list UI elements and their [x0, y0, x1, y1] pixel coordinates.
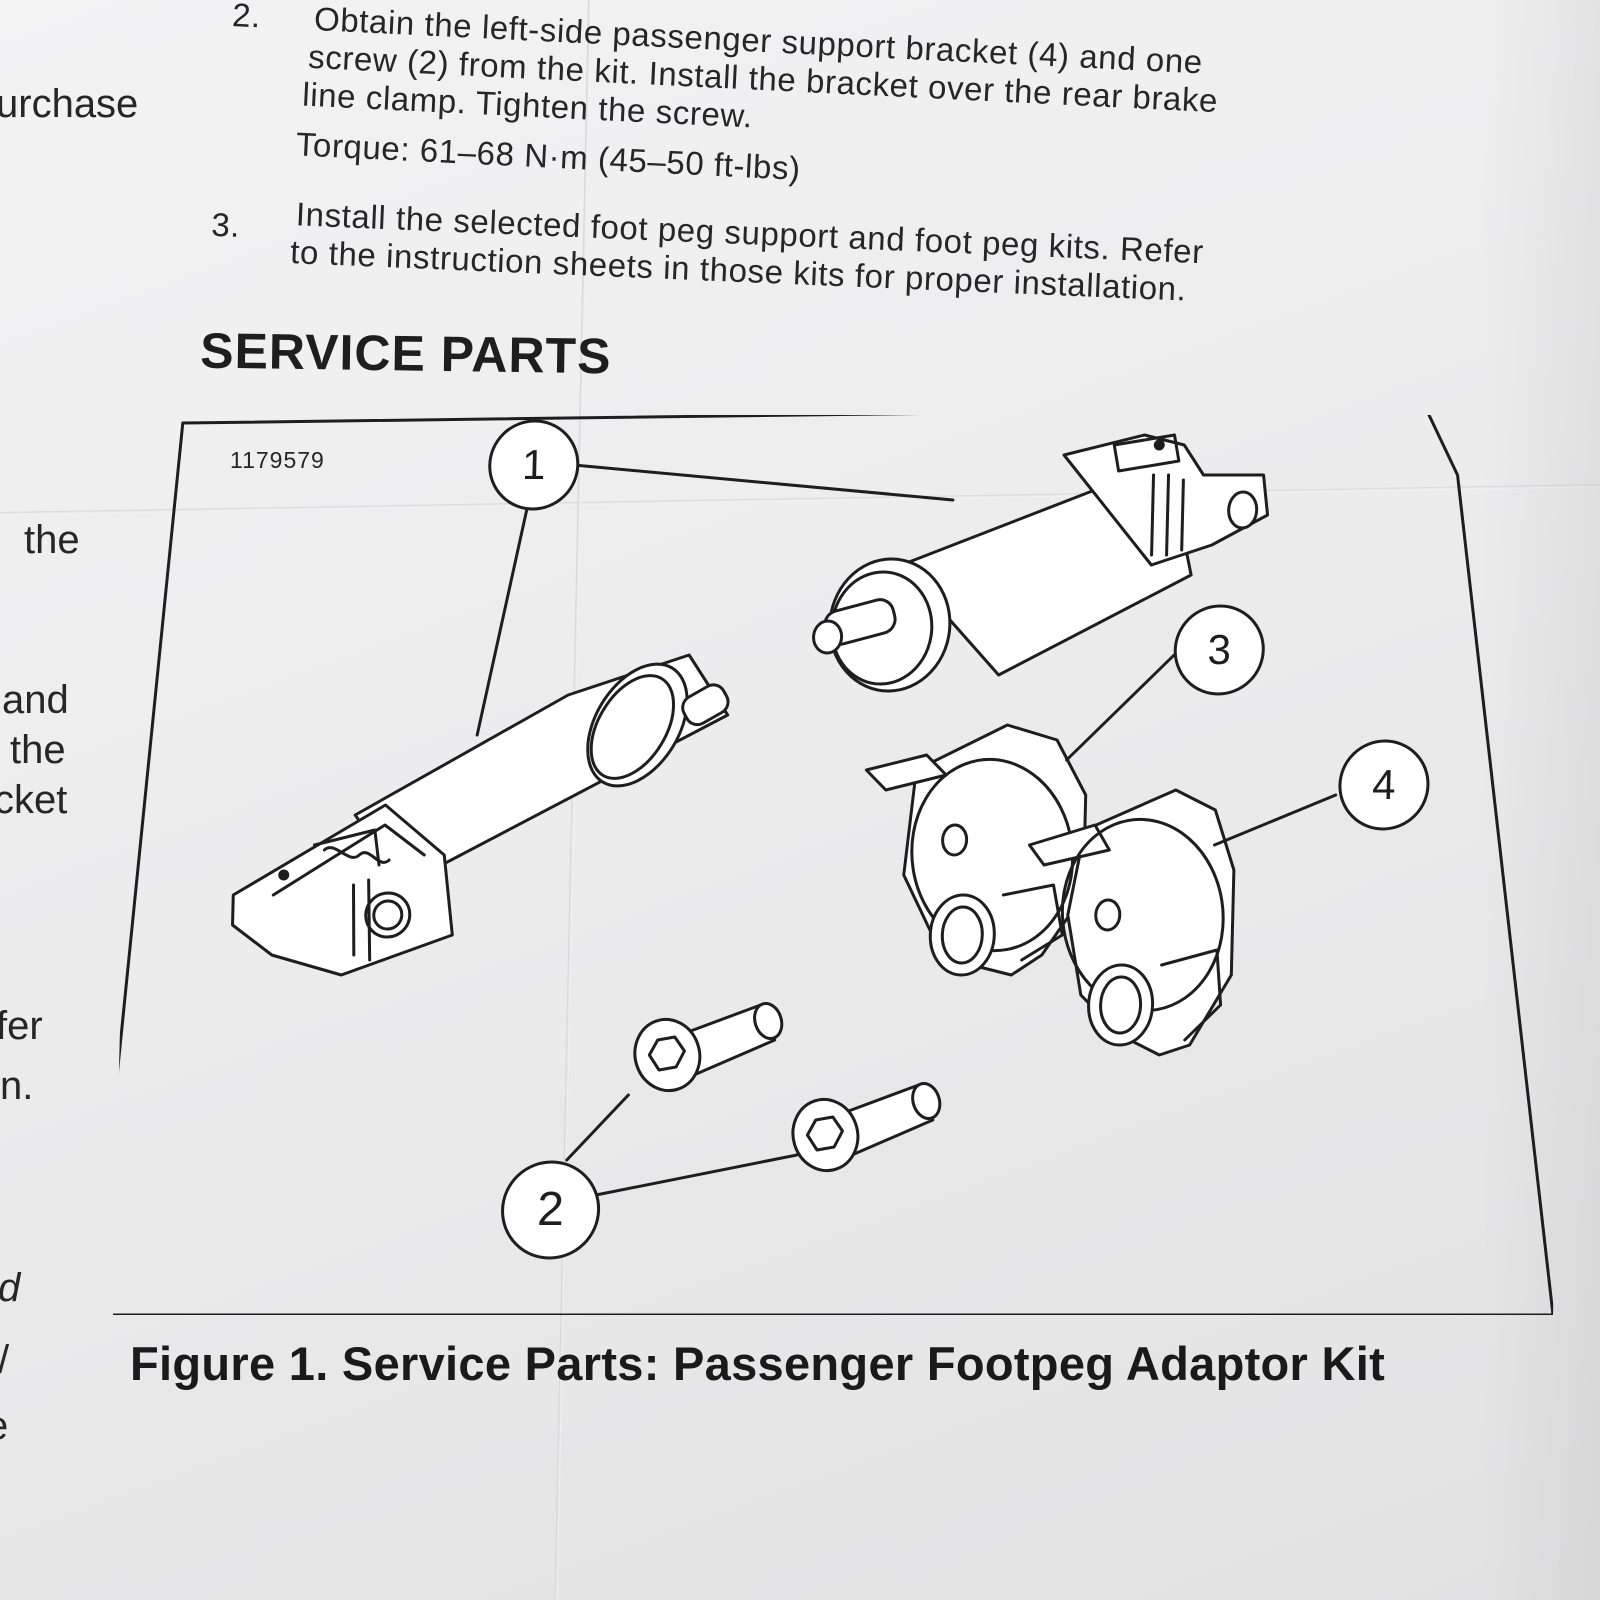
- part-1-lower-support: [231, 653, 730, 977]
- leader-line-2a: [565, 1093, 630, 1162]
- torque-spec: Torque: 61–68 N·m (45–50 ft-lbs): [295, 125, 802, 187]
- left-fragment: /: [0, 1340, 9, 1380]
- left-fragment: fer: [0, 1004, 43, 1048]
- callout-circle-4: [1338, 739, 1430, 831]
- left-fragment: the: [24, 518, 80, 562]
- service-parts-heading: SERVICE PARTS: [199, 322, 612, 385]
- service-parts-figure: 1 3 4 2: [113, 415, 1575, 1315]
- left-fragment: urchase: [0, 82, 139, 126]
- left-fragment: and: [2, 678, 69, 722]
- left-fragment: e: [0, 1406, 8, 1446]
- leader-line-2b: [594, 1153, 799, 1197]
- left-column-cutoff-text: urchase the and the cket fer n. d / e: [0, 0, 160, 1600]
- part-2-screw-upper: [633, 1002, 784, 1093]
- callout-label-2: 2: [537, 1183, 565, 1236]
- left-fragment: n.: [0, 1064, 34, 1108]
- figure-drawing: 1 3 4 2: [113, 415, 1555, 1315]
- part-4-bracket: [1027, 788, 1236, 1057]
- callout-label-1: 1: [522, 441, 547, 488]
- callout-circle-3: [1173, 604, 1265, 696]
- left-fragment: cket: [0, 778, 68, 822]
- callout-label-3: 3: [1207, 626, 1232, 673]
- paper-shadow: [1480, 0, 1600, 1600]
- part-1-upper-support: [812, 433, 1270, 693]
- left-fragment: d: [0, 1266, 21, 1310]
- part-2-screw-lower: [791, 1082, 942, 1173]
- step-number: 3.: [210, 205, 241, 244]
- figure-id: 1179579: [230, 447, 325, 473]
- callout-circle-2: [501, 1160, 601, 1260]
- part-3-bracket: [864, 723, 1088, 977]
- leader-line-3: [1065, 653, 1176, 762]
- leader-line-1b: [475, 503, 530, 737]
- step-number: 2.: [231, 0, 262, 35]
- figure-caption: Figure 1. Service Parts: Passenger Footp…: [130, 1337, 1386, 1390]
- leader-line-1a: [572, 463, 955, 502]
- left-fragment: the: [10, 728, 66, 772]
- callout-label-4: 4: [1372, 761, 1397, 808]
- callout-circle-1: [488, 419, 580, 511]
- leader-line-4: [1212, 793, 1338, 847]
